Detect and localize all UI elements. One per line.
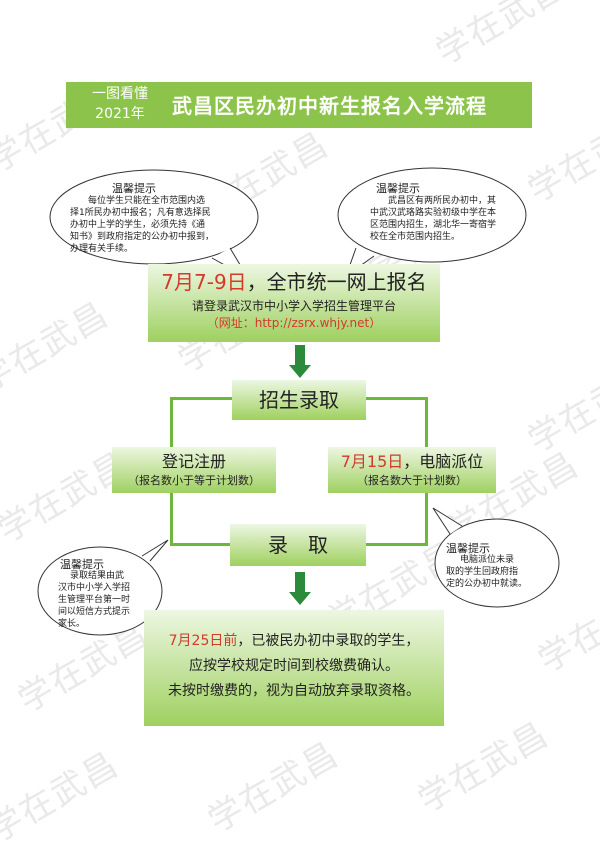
tip-bottom-right-line: 电脑派位未录 xyxy=(460,555,515,565)
tip-left-line: 办理有关手续。 xyxy=(70,244,134,254)
fee-line3: 未按时缴费的，视为自动放弃录取资格。 xyxy=(168,683,420,699)
branch-lottery-note: （报名数大于计划数） xyxy=(357,474,467,487)
fee-line2: 应按学校规定时间到校缴费确认。 xyxy=(189,658,399,674)
flow-line xyxy=(425,397,428,447)
fee-line1-text: ，已被民办初中录取的学生， xyxy=(237,633,420,649)
header-label: 一图看懂 2021年 xyxy=(80,84,160,124)
flow-line xyxy=(366,543,428,546)
tip-bottom-left-line: 间以短信方式提示 xyxy=(58,607,131,617)
tip-right-line: 武昌区有两所民办初中，其 xyxy=(388,196,497,206)
branch-lottery-title: 7月15日，电脑派位 xyxy=(328,451,496,473)
tip-left-title: 温馨提示 xyxy=(112,182,156,195)
tip-bottom-left-bubble xyxy=(37,546,163,636)
step-admitted xyxy=(230,524,366,566)
step-online-registration xyxy=(148,264,440,342)
flow-line xyxy=(362,397,428,400)
tip-bottom-right-text: 电脑派位未录 取的学生回政府指 定的公办初中就读。 xyxy=(446,554,546,590)
tip-left-text: 每位学生只能在全市范围内选 择1所民办初中报名；凡有意选择民 办初中上学的学生，… xyxy=(70,195,240,255)
registration-title: ，全市统一网上报名 xyxy=(246,270,427,294)
tip-bottom-left-text: 录取结果由武 汉市中小学入学招 生管理平台第一时 间以短信方式提示 家长。 xyxy=(58,570,150,630)
page-title: 武昌区民办初中新生报名入学流程 xyxy=(172,94,487,118)
tip-right-line: 校在全市范围内招生。 xyxy=(370,232,461,242)
lottery-title: ，电脑派位 xyxy=(403,452,484,471)
header-label-line1: 一图看懂 xyxy=(92,86,148,102)
step-admission-process xyxy=(232,380,366,420)
branch-registration-title: 登记注册 xyxy=(161,452,226,471)
tip-left-line: 办初中上学的学生，必须先持《通 xyxy=(70,220,206,230)
flow-line xyxy=(425,493,428,545)
tip-bottom-left-pointer xyxy=(141,539,169,562)
registration-subtitle: 请登录武汉市中小学入学招生管理平台 xyxy=(191,299,396,313)
flow-line xyxy=(170,543,232,546)
tip-bottom-right-bubble xyxy=(434,518,560,608)
header-label-year: 2021年 xyxy=(95,106,145,122)
flow-line xyxy=(170,397,238,400)
step-fee-confirmation xyxy=(144,610,444,726)
tip-bottom-left-line: 录取结果由武 xyxy=(70,571,125,581)
tip-bottom-right-line: 取的学生回政府指 xyxy=(446,567,519,577)
arrow-down-head xyxy=(289,365,311,378)
lottery-date: 7月15日 xyxy=(340,452,404,471)
step-online-registration-title: 7月7-9日，全市统一网上报名 xyxy=(148,268,440,296)
tip-right-line: 区范围内招生，湖北华一寄宿学 xyxy=(370,220,497,230)
tip-left-line: 每位学生只能在全市范围内选 xyxy=(88,196,206,206)
tip-bottom-left-line: 汉市中小学入学招 xyxy=(58,583,131,593)
tip-bottom-left-line: 家长。 xyxy=(58,619,86,629)
arrow-down xyxy=(295,572,305,594)
flow-line xyxy=(170,397,173,447)
branch-registration xyxy=(112,447,276,493)
tip-right-title: 温馨提示 xyxy=(376,182,420,195)
callout-shapes xyxy=(37,167,560,636)
fee-deadline: 7月25日前 xyxy=(168,633,238,649)
title-banner xyxy=(66,82,532,128)
step-admission-label: 招生录取 xyxy=(259,388,339,412)
flow-line xyxy=(170,493,173,545)
branch-lottery xyxy=(328,447,496,493)
arrow-down xyxy=(295,345,305,367)
fee-line1: 7月25日前，已被民办初中录取的学生， xyxy=(144,630,444,652)
tip-bottom-right-line: 定的公办初中就读。 xyxy=(446,579,528,589)
step-admitted-label: 录 取 xyxy=(268,533,328,557)
tip-bottom-left-line: 生管理平台第一时 xyxy=(58,595,131,605)
tip-right-bubble xyxy=(337,167,527,263)
registration-url-link[interactable]: （网址：http://zsrx.whjy.net） xyxy=(206,316,382,330)
arrow-down-head xyxy=(289,592,311,605)
tip-bottom-left-title: 温馨提示 xyxy=(60,558,104,571)
tip-right-text: 武昌区有两所民办初中，其 中武汉武珞路实验初级中学在本 区范围内招生，湖北华一寄… xyxy=(370,195,505,243)
branch-registration-note: （报名数小于等于计划数） xyxy=(128,474,260,487)
tip-left-line: 知书》到政府指定的公办初中报到， xyxy=(70,232,215,242)
registration-date: 7月7-9日 xyxy=(161,270,247,294)
tip-right-line: 中武汉武珞路实验初级中学在本 xyxy=(370,208,497,218)
tip-bottom-right-pointer xyxy=(432,507,463,535)
tip-left-line: 择1所民办初中报名；凡有意选择民 xyxy=(70,208,211,218)
tip-bottom-right-title: 温馨提示 xyxy=(446,542,490,555)
